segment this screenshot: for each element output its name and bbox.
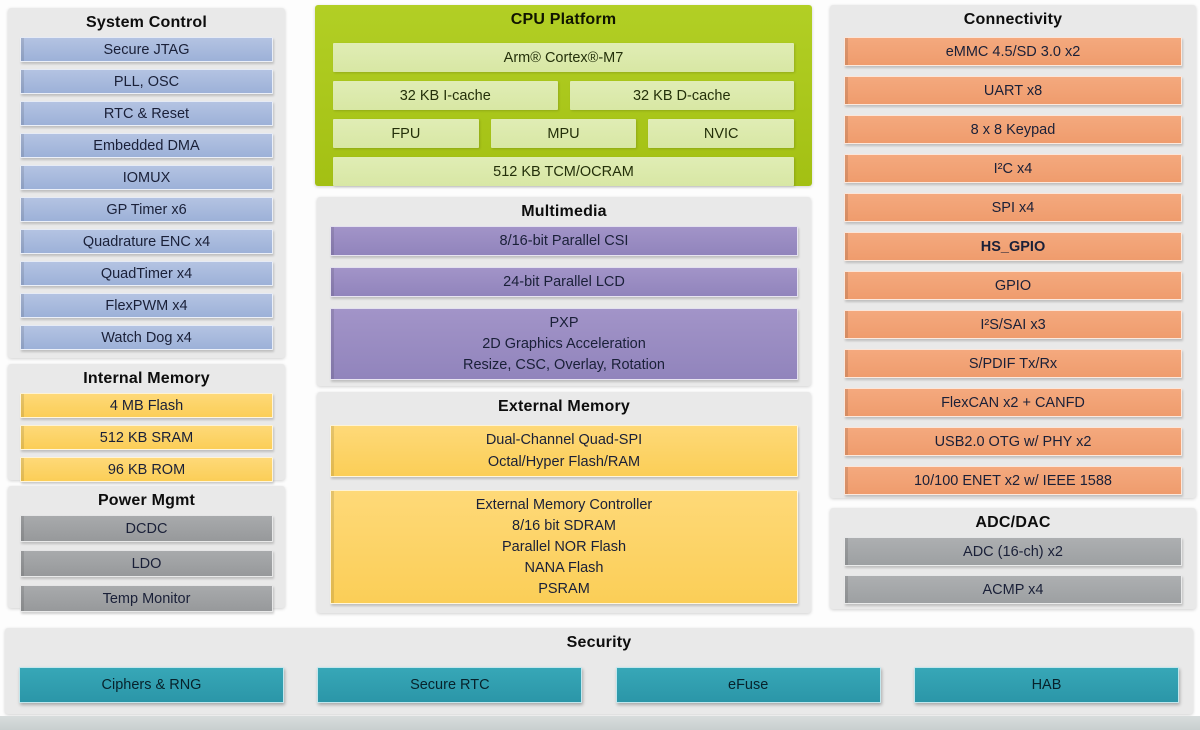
block-ciphers-rng: Ciphers & RNG: [19, 667, 284, 703]
block-secure-rtc: Secure RTC: [317, 667, 583, 703]
panel-title: Security: [566, 634, 632, 651]
block-tcm-ocram: 512 KB TCM/OCRAM: [333, 157, 794, 186]
external-memory-list: Dual-Channel Quad-SPI Octal/Hyper Flash/…: [317, 425, 811, 604]
panel-internal-memory: Internal Memory 4 MB Flash 512 KB SRAM 9…: [8, 364, 285, 482]
block-pxp: PXP 2D Graphics Acceleration Resize, CSC…: [330, 308, 798, 380]
cpu-core-row: Arm® Cortex®-M7: [333, 43, 794, 72]
block-embedded-dma: Embedded DMA: [20, 133, 273, 158]
block-temp-monitor: Temp Monitor: [20, 585, 273, 612]
emc-line: External Memory Controller: [475, 496, 653, 513]
block-quadtimer: QuadTimer x4: [20, 261, 273, 286]
cpu-tcm-row: 512 KB TCM/OCRAM: [333, 157, 794, 186]
panel-title: External Memory: [498, 398, 630, 415]
panel-cpu-platform: CPU Platform Arm® Cortex®-M7 32 KB I-cac…: [315, 5, 812, 186]
block-iomux: IOMUX: [20, 165, 273, 190]
panel-system-control: System Control Secure JTAG PLL, OSC RTC …: [8, 8, 285, 358]
pxp-line: PXP: [549, 314, 579, 331]
panel-title: ADC/DAC: [975, 514, 1051, 531]
internal-memory-list: 4 MB Flash 512 KB SRAM 96 KB ROM: [8, 393, 285, 482]
block-secure-jtag: Secure JTAG: [20, 37, 273, 62]
panel-adc-dac: ADC/DAC ADC (16-ch) x2 ACMP x4: [830, 508, 1196, 609]
panel-security: Security Ciphers & RNG Secure RTC eFuse …: [5, 628, 1193, 714]
connectivity-list: eMMC 4.5/SD 3.0 x2 UART x8 8 x 8 Keypad …: [830, 37, 1196, 507]
block-rom: 96 KB ROM: [20, 457, 273, 482]
panel-connectivity: Connectivity eMMC 4.5/SD 3.0 x2 UART x8 …: [830, 5, 1196, 498]
block-i2s-sai: I²S/SAI x3: [844, 310, 1182, 339]
panel-power-mgmt: Power Mgmt DCDC LDO Temp Monitor: [8, 486, 285, 612]
block-flexcan: FlexCAN x2 + CANFD: [844, 388, 1182, 417]
block-usb-otg: USB2.0 OTG w/ PHY x2: [844, 427, 1182, 456]
emc-line: PSRAM: [538, 580, 590, 597]
block-nvic: NVIC: [648, 119, 795, 148]
block-i2c: I²C x4: [844, 154, 1182, 183]
cpu-cache-row: 32 KB I-cache 32 KB D-cache: [333, 81, 794, 110]
block-spi: SPI x4: [844, 193, 1182, 222]
block-spdif: S/PDIF Tx/Rx: [844, 349, 1182, 378]
block-pll-osc: PLL, OSC: [20, 69, 273, 94]
system-control-list: Secure JTAG PLL, OSC RTC & Reset Embedde…: [8, 37, 285, 362]
block-emmc-sd: eMMC 4.5/SD 3.0 x2: [844, 37, 1182, 66]
block-uart: UART x8: [844, 76, 1182, 105]
block-dcdc: DCDC: [20, 515, 273, 542]
panel-title: Internal Memory: [83, 370, 210, 387]
block-gp-timer: GP Timer x6: [20, 197, 273, 222]
block-fpu: FPU: [333, 119, 479, 148]
block-enet: 10/100 ENET x2 w/ IEEE 1588: [844, 466, 1182, 495]
panel-title: Connectivity: [963, 11, 1063, 28]
block-flexpwm: FlexPWM x4: [20, 293, 273, 318]
panel-title: Power Mgmt: [97, 492, 196, 509]
panel-title: CPU Platform: [510, 11, 617, 28]
panel-multimedia: Multimedia 8/16-bit Parallel CSI 24-bit …: [317, 197, 811, 386]
block-watchdog: Watch Dog x4: [20, 325, 273, 350]
quad-spi-line: Dual-Channel Quad-SPI: [485, 432, 643, 448]
block-ldo: LDO: [20, 550, 273, 577]
quad-spi-line: Octal/Hyper Flash/RAM: [487, 454, 641, 470]
block-dcache: 32 KB D-cache: [569, 81, 794, 110]
block-flash: 4 MB Flash: [20, 393, 273, 418]
block-adc: ADC (16-ch) x2: [844, 537, 1182, 566]
pxp-line: 2D Graphics Acceleration: [482, 335, 646, 352]
pxp-line: Resize, CSC, Overlay, Rotation: [463, 356, 665, 373]
bottom-edge-strip: [0, 716, 1200, 730]
panel-external-memory: External Memory Dual-Channel Quad-SPI Oc…: [317, 392, 811, 613]
block-keypad: 8 x 8 Keypad: [844, 115, 1182, 144]
emc-line: Parallel NOR Flash: [501, 538, 627, 555]
emc-line: 8/16 bit SDRAM: [512, 517, 616, 534]
block-hab: HAB: [913, 667, 1179, 703]
security-list: Ciphers & RNG Secure RTC eFuse HAB: [5, 657, 1193, 703]
block-quad-spi: Dual-Channel Quad-SPI Octal/Hyper Flash/…: [330, 425, 798, 477]
block-hs-gpio: HS_GPIO: [844, 232, 1182, 261]
emc-line: NANA Flash: [524, 559, 604, 576]
block-ext-memory-controller: External Memory Controller 8/16 bit SDRA…: [330, 490, 798, 604]
block-efuse: eFuse: [615, 667, 881, 703]
block-sram: 512 KB SRAM: [20, 425, 273, 450]
block-parallel-csi: 8/16-bit Parallel CSI: [330, 226, 798, 256]
block-parallel-lcd: 24-bit Parallel LCD: [330, 267, 798, 297]
block-acmp: ACMP x4: [844, 575, 1182, 604]
panel-title: Multimedia: [521, 203, 607, 220]
cpu-units-row: FPU MPU NVIC: [333, 119, 795, 148]
block-gpio: GPIO: [844, 271, 1182, 300]
power-mgmt-list: DCDC LDO Temp Monitor: [8, 515, 285, 612]
multimedia-list: 8/16-bit Parallel CSI 24-bit Parallel LC…: [317, 226, 811, 380]
adc-dac-list: ADC (16-ch) x2 ACMP x4: [830, 537, 1196, 604]
block-icache: 32 KB I-cache: [333, 81, 558, 110]
block-quadrature-enc: Quadrature ENC x4: [20, 229, 273, 254]
block-arm-cortex-m7: Arm® Cortex®-M7: [333, 43, 794, 72]
block-mpu: MPU: [490, 119, 637, 148]
panel-title: System Control: [85, 14, 208, 31]
block-rtc-reset: RTC & Reset: [20, 101, 273, 126]
